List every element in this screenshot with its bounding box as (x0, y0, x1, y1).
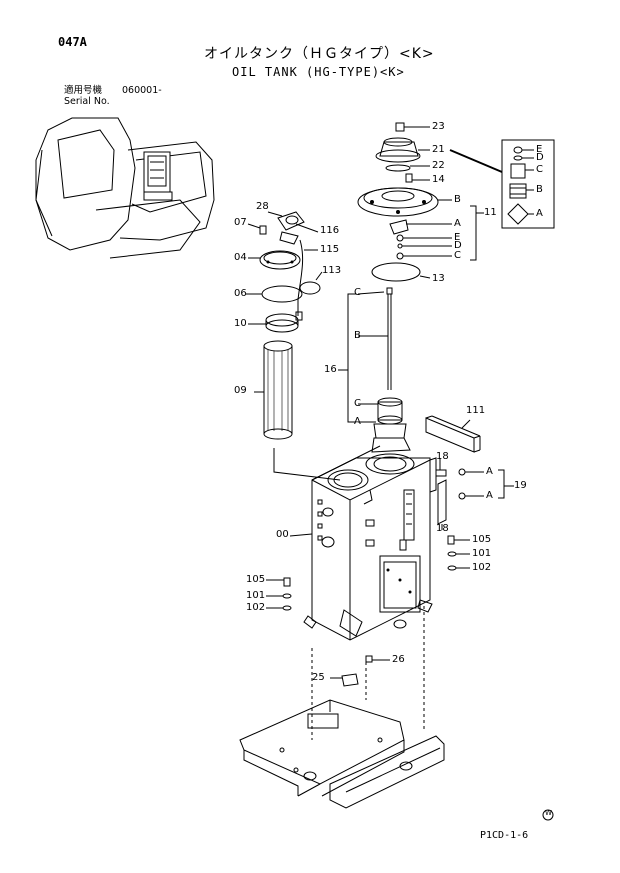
bolt-set-left (266, 577, 292, 611)
callout-111: 111 (466, 405, 486, 416)
callout-04: 04 (234, 252, 247, 263)
callout-06: 06 (234, 288, 247, 299)
callout-105-right: 105 (472, 534, 492, 545)
letter-a-inset: A (536, 208, 543, 219)
callout-07: 07 (234, 217, 247, 228)
drain-plug (330, 655, 390, 687)
bolt-set-right (447, 535, 470, 571)
letter-c-rod-bottom: C (354, 398, 361, 409)
callout-116: 116 (320, 225, 340, 236)
callout-102-right: 102 (472, 562, 492, 573)
callout-21: 21 (432, 144, 445, 155)
letter-d-flange: D (454, 240, 462, 251)
mounting-frame (239, 606, 445, 809)
letter-a-bracket-upper: A (486, 466, 493, 477)
page-title-english: OIL TANK (HG-TYPE)<K> (232, 65, 405, 79)
serial-label-japanese: 適用号機 (64, 85, 103, 96)
letter-b-rod: B (354, 330, 361, 341)
callout-25: 25 (312, 672, 325, 683)
callout-115: 115 (320, 244, 340, 255)
detail-inset-box (449, 139, 555, 229)
callout-22: 22 (432, 160, 445, 171)
letter-e-flange: E (454, 232, 461, 243)
hydraulic-oil-tank (289, 437, 433, 641)
letter-a-bracket-lower: A (486, 490, 493, 501)
letter-d-inset: D (536, 152, 544, 163)
callout-16: 16 (324, 364, 337, 375)
callout-26: 26 (392, 654, 405, 665)
mounting-brackets (429, 457, 514, 530)
footer-mark: W (545, 809, 552, 817)
excavator-location-thumbnail (35, 117, 215, 259)
serial-number-range: 060001- (122, 85, 162, 96)
callout-14: 14 (432, 174, 445, 185)
letter-c-rod-top: C (354, 287, 361, 298)
callout-105-left: 105 (246, 574, 266, 585)
o-ring-06-and-ring-10 (246, 285, 303, 333)
callout-113: 113 (322, 265, 342, 276)
suction-filter-element (254, 340, 341, 481)
callout-28: 28 (256, 201, 269, 212)
return-filter-assembly (338, 287, 407, 439)
callout-09: 09 (234, 385, 247, 396)
callout-13: 13 (432, 273, 445, 284)
breather-cap-assembly (375, 122, 430, 183)
letter-a-flange: A (454, 218, 461, 229)
return-filter-cover-assembly (357, 187, 484, 261)
letter-c-inset: C (536, 164, 543, 175)
suction-cover-assembly (247, 211, 323, 321)
callout-101-right: 101 (472, 548, 492, 559)
callout-00: 00 (276, 529, 289, 540)
letter-e-inset: E (536, 144, 543, 155)
letter-a-rod: A (354, 416, 361, 427)
callout-23: 23 (432, 121, 445, 132)
page-title-japanese: オイルタンク（ＨＧタイプ）<K> (204, 46, 435, 62)
callout-10: 10 (234, 318, 247, 329)
plate-111 (425, 415, 481, 453)
callout-19: 19 (514, 480, 527, 491)
letter-b-flange: B (454, 194, 461, 205)
page-code: 047A (58, 35, 87, 49)
w-circle-mark (542, 809, 554, 821)
o-ring-13 (371, 262, 431, 282)
callout-101-left: 101 (246, 590, 266, 601)
callout-18-lower: 18 (436, 523, 449, 534)
callout-11: 11 (484, 207, 497, 218)
callout-102-left: 102 (246, 602, 266, 613)
letter-b-inset: B (536, 184, 543, 195)
letter-c-flange: C (454, 250, 461, 261)
serial-label-english: Serial No. (64, 96, 110, 107)
document-code: P1CD-1-6 (480, 830, 529, 841)
callout-18-upper: 18 (436, 451, 449, 462)
